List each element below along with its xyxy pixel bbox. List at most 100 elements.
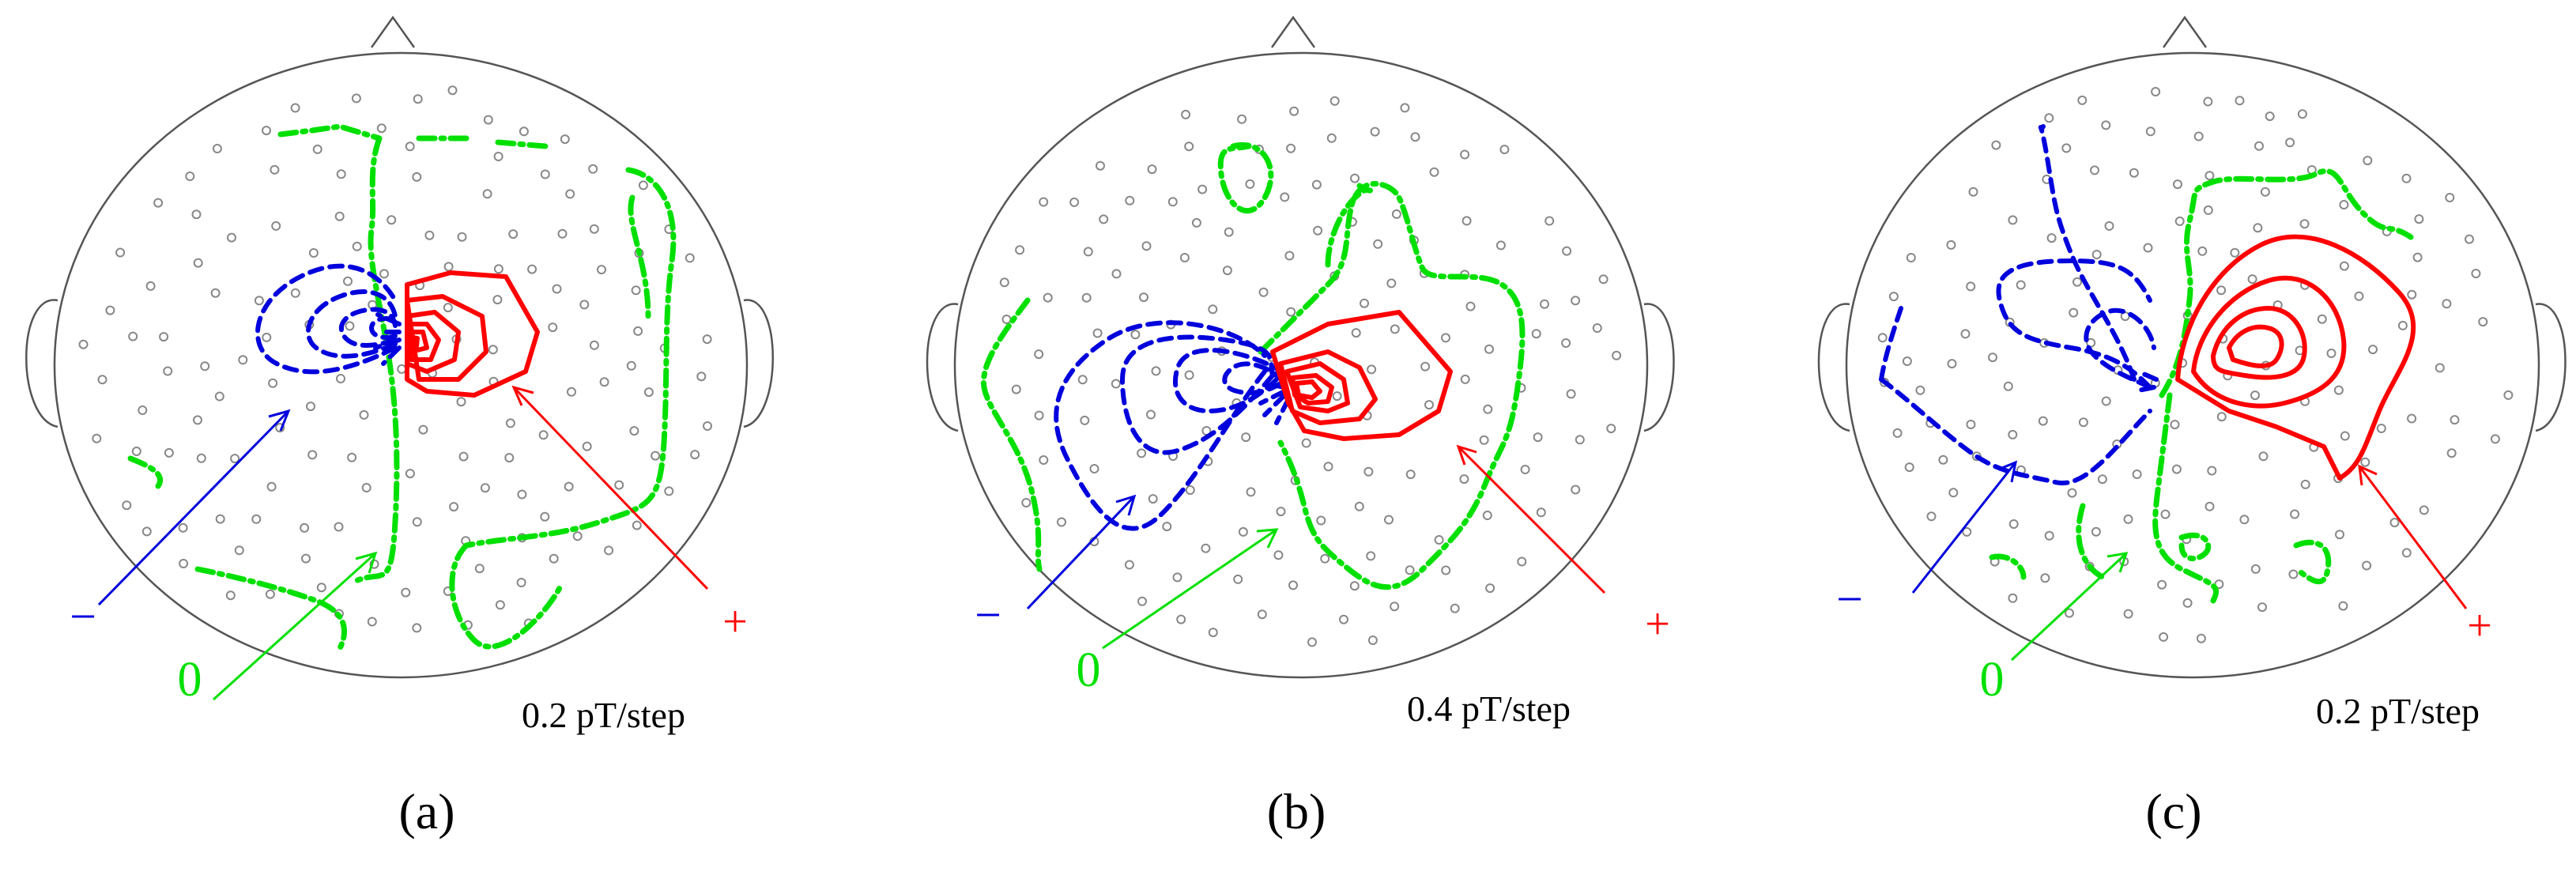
sensor-dot: [1197, 184, 1208, 194]
sensor-dot: [1575, 435, 1585, 445]
sensor-dot: [1424, 400, 1434, 410]
sensor-dot: [1224, 227, 1234, 237]
sensor-dot: [1520, 465, 1530, 474]
sensor-dot: [2046, 233, 2057, 243]
sensor-dot: [443, 303, 453, 313]
sensor-dot: [2038, 416, 2048, 426]
negative-symbol: −: [1836, 573, 1863, 625]
sensor-dot: [316, 583, 326, 593]
sensor-dot: [2333, 385, 2344, 395]
sensor-dot: [265, 589, 275, 599]
sensor-dot: [2216, 285, 2227, 296]
sensor-dot: [1571, 485, 1581, 495]
sensor-dot: [631, 285, 641, 296]
sensor-dot: [517, 489, 527, 500]
sensor-dot: [1495, 240, 1506, 251]
sensor-dot: [1405, 565, 1415, 575]
head-outline: [926, 15, 1675, 679]
sensor-dot: [2290, 509, 2300, 519]
sensor-dot: [2143, 243, 2153, 253]
sensor-dot: [495, 600, 505, 610]
sensor-dot: [1043, 292, 1053, 303]
sensor-dot: [1349, 581, 1360, 591]
sensor-dot: [336, 374, 345, 383]
sensor-dot: [2363, 156, 2373, 166]
sensor-dot: [1566, 389, 1576, 399]
sensor-dot: [234, 545, 244, 556]
sensor-dot: [1316, 515, 1326, 526]
sensor-dot: [1966, 281, 1976, 292]
sensor-dot: [1313, 225, 1323, 236]
sensor-dot: [1966, 420, 1976, 429]
sensor-dot: [1077, 375, 1088, 385]
sensor-dot: [1137, 596, 1147, 606]
sensor-dot: [1181, 109, 1191, 119]
sensor-dot: [505, 418, 515, 428]
sensor-dot: [1350, 173, 1360, 183]
sensor-dot: [565, 189, 575, 199]
head-outline: [1817, 15, 2567, 679]
sensor-dot: [1947, 359, 1957, 369]
sensor-dot: [458, 451, 469, 462]
sensor-dot: [1366, 551, 1376, 561]
sensor-dot: [2297, 109, 2307, 119]
sensor-dot: [1307, 637, 1317, 647]
sensor-dot: [2285, 138, 2295, 148]
sensor-dot: [1531, 329, 1541, 339]
sensor-dot: [145, 281, 156, 291]
sensor-dot: [2171, 464, 2182, 474]
sensor-dot: [2235, 96, 2245, 106]
sensor-dot: [1237, 114, 1247, 124]
sensor-dot: [163, 366, 173, 376]
arrows: [1911, 460, 2468, 662]
sensor-dot: [1592, 323, 1602, 333]
sensor-dot: [2254, 141, 2264, 151]
sensor-dot: [2407, 413, 2417, 424]
zero-symbol: 0: [178, 653, 202, 707]
sensor-dot: [2173, 179, 2182, 190]
sensor-dot: [334, 211, 345, 221]
sensor-dot: [2132, 470, 2142, 479]
sensor-dot: [1241, 432, 1251, 443]
sensor-dot: [2389, 518, 2400, 528]
sensor-dot: [1286, 143, 1296, 153]
sensor-dot: [238, 355, 248, 365]
sensor-dot: [270, 164, 280, 175]
sensor-dot: [1257, 609, 1267, 620]
sensor-dot: [548, 322, 558, 333]
sensor-dot: [1391, 209, 1401, 219]
sensor-dot: [262, 332, 272, 342]
sensor-dot: [2008, 215, 2018, 225]
sensor-dot: [1139, 292, 1148, 303]
sensor-dot: [1441, 565, 1451, 575]
sensor-dot: [1246, 487, 1256, 497]
sensor-dot: [2465, 234, 2474, 244]
sensor-dot: [307, 450, 318, 460]
sensor-dot: [2339, 261, 2349, 271]
sensor-dot: [597, 265, 606, 275]
sensor-dot: [1904, 462, 1914, 473]
sensor-dot: [567, 387, 576, 397]
sensor-dot: [2401, 548, 2412, 558]
sensor-dot: [1482, 511, 1492, 520]
sensor-dot: [1011, 384, 1021, 394]
sensor-dot: [1092, 328, 1103, 338]
sensor-dot: [2339, 200, 2349, 209]
sensor-dot: [2450, 415, 2460, 425]
sensor-dot: [2230, 247, 2240, 258]
sensor-dot: [185, 172, 195, 181]
sensor-dot: [2145, 126, 2155, 137]
sensor-dot: [361, 483, 372, 492]
sensor-dot: [300, 522, 310, 533]
sensor-dot: [193, 415, 202, 425]
sensor-dot: [2061, 143, 2072, 153]
sensor-dot: [2123, 514, 2133, 524]
sensor-dot: [2104, 221, 2114, 231]
sensor-dot: [2338, 601, 2348, 611]
sensor-dot: [1280, 192, 1290, 202]
sensor-dot: [1191, 217, 1201, 228]
sensor-dot: [2376, 424, 2386, 433]
sensor-dot: [2008, 593, 2018, 603]
sensor-dot: [1124, 560, 1134, 570]
sensor-dot: [1111, 269, 1122, 279]
